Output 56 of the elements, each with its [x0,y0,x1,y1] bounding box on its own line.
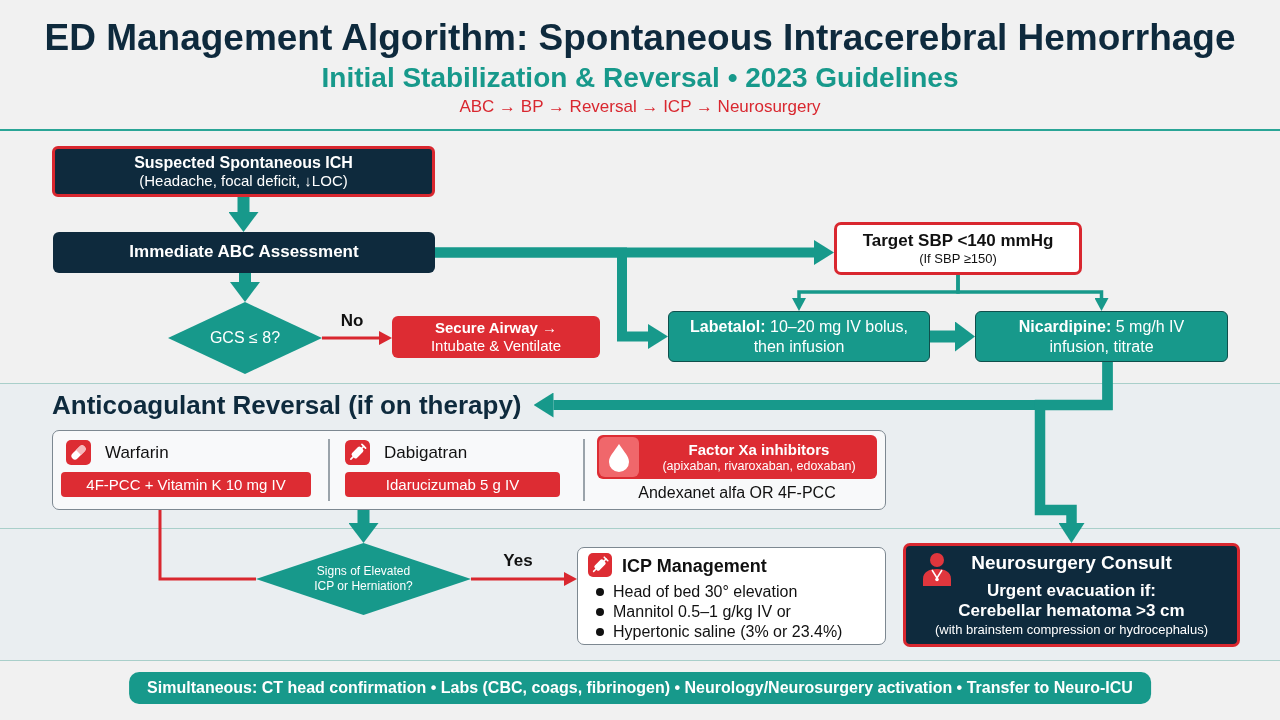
box-title: Factor Xa inhibitors [688,440,830,459]
box-title: Suspected Spontaneous ICH [134,152,353,173]
drug-class-box [597,435,877,479]
arrow [435,247,668,349]
box-title: Immediate ABC Assessment [129,242,359,263]
subtitle: Initial Stabilization & Reversal • 2023 Guidelines [321,61,959,95]
section-heading: Anticoagulant Reversal (if on therapy) [52,390,534,420]
bullet-item: Hypertonic saline (3% or 23.4%) [594,622,843,642]
arrow [930,321,975,352]
box-subtitle: (apixaban, rivaroxaban, edoxaban) [662,458,856,474]
arrow [322,331,392,345]
consult-box [903,543,1240,647]
box-title: Target SBP <140 mmHg [862,230,1054,251]
action-box [392,316,600,358]
box-subtitle: Intubate & Ventilate [430,337,562,355]
title: ED Management Algorithm: Spontaneous Intracerebral Hemorrhage [44,16,1236,60]
arrow [1034,362,1113,543]
decision-diamond [168,302,322,374]
box-text: Nicardipine: 5 mg/h IV infusion, titrate [1017,317,1186,356]
dose-text: 4F-PCC + Vitamin K 10 mg IV [86,475,286,494]
dose-pill [61,472,311,497]
management-box [577,547,886,645]
treatment-text: Andexanet alfa OR 4F-PCC [638,483,836,503]
dose-pill [345,472,560,497]
arrow [471,572,577,586]
box-title: Neurosurgery Consult [971,552,1172,575]
footer-bar [129,672,1151,704]
footer-text: Simultaneous: CT head confirmation • Labs (CBC, coags, fibrinogen) • Neurology/Neurosurgery activation • Transfer to Neuro-ICU [147,678,1133,698]
diamond-label: Signs of Elevated ICP or Herniation? [313,564,414,594]
arrow [956,275,1109,311]
drug-name: Warfarin [105,443,169,463]
box-text: Labetalol: 10–20 mg IV bolus, then infusion [689,317,909,356]
treatment-box [975,311,1228,362]
process-box [53,232,435,273]
box-title: Secure Airway → [435,319,557,337]
bullet-item: Mannitol 0.5–1 g/kg IV or [594,602,791,622]
card-title: ICP Management [622,555,767,577]
process-box [52,146,435,197]
target-box [834,222,1082,275]
diamond-label: GCS ≤ 8? [209,328,281,348]
box-subtitle: (Headache, focal deficit, ↓LOC) [139,172,348,191]
arrow [230,273,260,302]
reversal-panel [52,430,886,510]
drug-name: Dabigatran [384,443,468,463]
flow-summary: ABC → BP → Reversal → ICP → Neurosurgery [459,96,821,118]
connector-line [158,510,256,581]
box-subtitle: (If SBP ≥150) [919,250,997,267]
decision-diamond [256,543,471,615]
treatment-box [668,311,930,362]
dose-text: Idarucizumab 5 g IV [385,475,520,494]
bullet-item: Head of bed 30° elevation [594,582,798,602]
box-note: (with brainstem compression or hydrocephalus) [934,621,1209,638]
arrow [228,197,259,232]
arrow [348,510,379,543]
box-text: Urgent evacuation if: [986,580,1157,602]
box-text: Cerebellar hematoma >3 cm [958,601,1185,622]
